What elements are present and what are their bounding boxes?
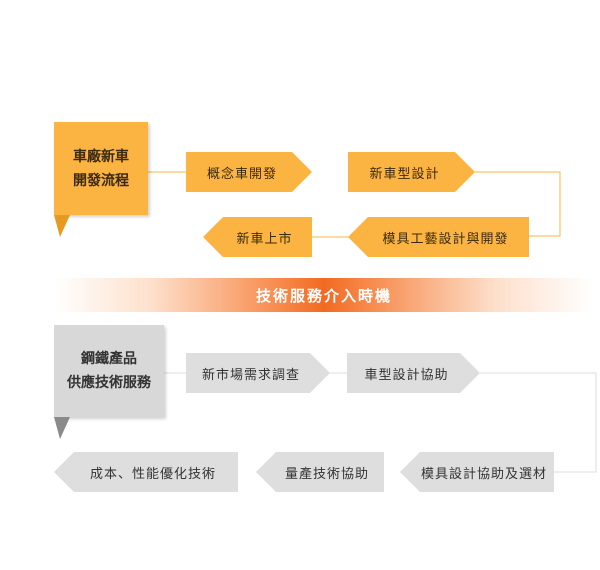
flow1-step-new-model-design: 新車型設計	[348, 152, 475, 192]
service-timing-banner: 技術服務介入時機	[54, 278, 594, 312]
flow1-step-mold-design: 模具工藝設計與開發	[348, 217, 529, 257]
flow1-step-launch: 新車上市	[203, 217, 312, 257]
flow1-step-concept-car: 概念車開發	[186, 152, 312, 192]
flow1-title-line1: 車廠新車	[73, 148, 129, 165]
flow1-title-line2: 開發流程	[73, 172, 129, 189]
flow2-title-box: 鋼鐵產品 供應技術服務	[54, 325, 164, 417]
flow2-title-line2: 供應技術服務	[67, 375, 151, 391]
flow1-title-box: 車廠新車 開發流程	[54, 122, 148, 215]
flow2-step-mold-design-materials: 模具設計協助及選材	[400, 452, 554, 492]
connector-step2-to-step3	[475, 171, 561, 237]
flow2-step-mass-production-assist: 量產技術協助	[256, 452, 384, 492]
flow2-step-model-design-assist: 車型設計協助	[347, 353, 480, 393]
flow1-title-fold	[54, 215, 70, 237]
connector-gray-step2-to-step3	[480, 372, 597, 473]
flow2-step-market-research: 新市場需求調查	[186, 353, 330, 393]
flow2-title-line1: 鋼鐵產品	[81, 351, 137, 367]
flow2-title-fold	[54, 417, 70, 439]
flow2-step-cost-performance: 成本、性能優化技術	[54, 452, 238, 492]
